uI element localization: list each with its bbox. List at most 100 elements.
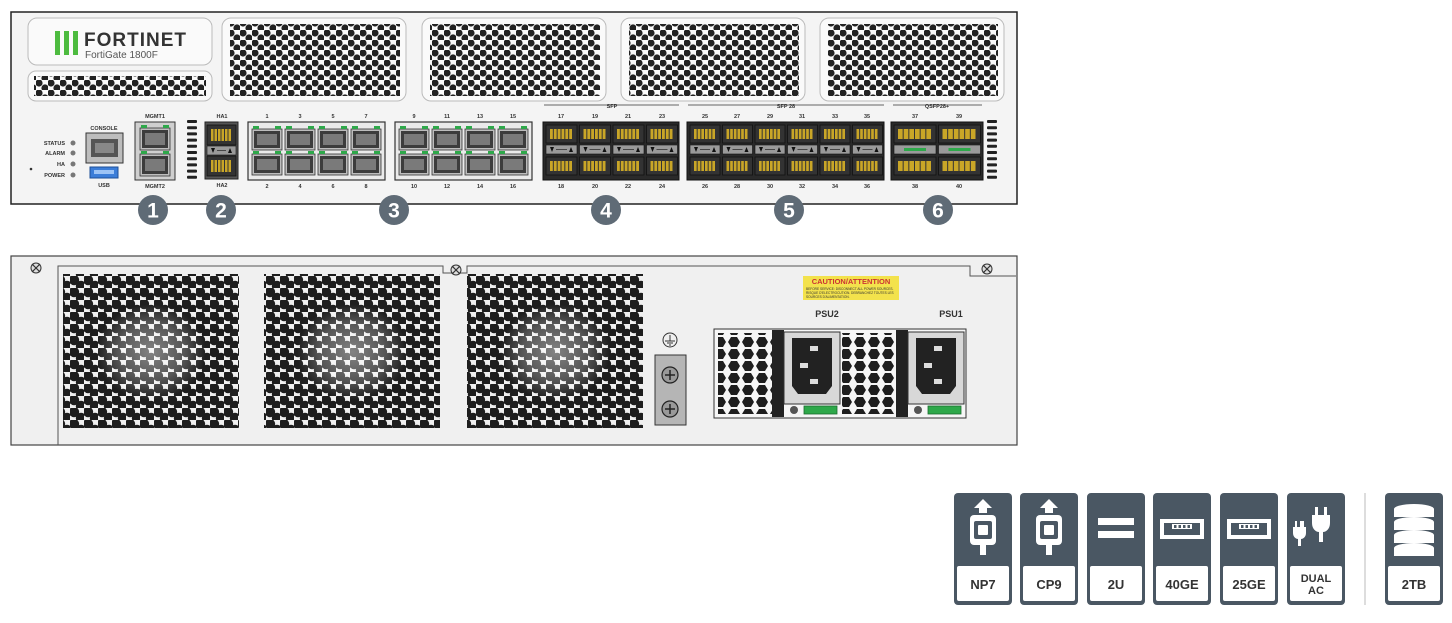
rj45-port[interactable] xyxy=(350,151,382,176)
port-number: 8 xyxy=(364,184,367,190)
sfp-port[interactable] xyxy=(754,124,786,144)
sfp-latch xyxy=(722,144,753,155)
sfp-port[interactable] xyxy=(612,124,645,144)
sfp-port[interactable] xyxy=(646,156,678,176)
sfp-port[interactable] xyxy=(579,156,611,176)
rj45-port[interactable] xyxy=(350,126,382,151)
port-grilles xyxy=(187,120,997,179)
sfp-latch xyxy=(612,144,645,155)
sfp-port[interactable] xyxy=(787,156,818,176)
storage-disk-icon xyxy=(1394,504,1434,558)
rack-unit-icon xyxy=(1098,518,1134,538)
rj45-port[interactable] xyxy=(284,126,316,151)
sfp-latch xyxy=(819,144,851,155)
rj45-port[interactable] xyxy=(251,151,283,176)
logo-bar-icon xyxy=(55,31,60,55)
feature-tile-2u: 2U xyxy=(1087,493,1145,605)
sfp-port[interactable] xyxy=(852,124,883,144)
feature-tile-40ge: 40GE xyxy=(1153,493,1211,605)
psu-led-icon xyxy=(790,406,798,414)
grille-slot xyxy=(987,151,997,154)
caution-label: CAUTION/ATTENTION BEFORE SERVICE: DISCON… xyxy=(803,276,899,300)
rear-screw-icon xyxy=(981,263,993,275)
feature-label: 2TB xyxy=(1402,577,1427,592)
grille-slot xyxy=(187,138,197,142)
rj45-port[interactable] xyxy=(497,126,529,151)
port-number: 17 xyxy=(558,114,564,120)
callout-number: 4 xyxy=(600,200,612,223)
rj45-port[interactable] xyxy=(317,126,349,151)
front-vent-small xyxy=(27,70,213,102)
sfp-port[interactable] xyxy=(545,156,578,176)
port-number: 2 xyxy=(265,184,268,190)
rj45-port[interactable] xyxy=(398,126,430,151)
callout-marker: 3 xyxy=(379,195,409,225)
rear-fan-3 xyxy=(467,274,643,428)
power-inlet-icon xyxy=(916,338,956,394)
rear-panel: CAUTION/ATTENTION BEFORE SERVICE: DISCON… xyxy=(10,255,1018,446)
rj45-port[interactable] xyxy=(497,151,529,176)
sfp-port[interactable] xyxy=(545,124,578,144)
sfp-port[interactable] xyxy=(819,124,851,144)
sfp-port[interactable] xyxy=(938,156,981,176)
grille-slot xyxy=(987,132,997,136)
port-number: 31 xyxy=(799,114,805,120)
led-label-ha: HA xyxy=(57,162,65,168)
ha2-label: HA2 xyxy=(216,183,227,189)
port-number: 6 xyxy=(331,184,334,190)
port-number: 28 xyxy=(734,184,740,190)
sfp-port[interactable] xyxy=(722,156,753,176)
psu2-module xyxy=(718,330,841,417)
logo-badge: FORTINET FortiGate 1800F xyxy=(27,17,213,66)
rear-screw-icon xyxy=(30,262,42,274)
sfp-port[interactable] xyxy=(612,156,645,176)
rj45-port[interactable] xyxy=(464,126,496,151)
rj45-port[interactable] xyxy=(317,151,349,176)
rj45-port[interactable] xyxy=(398,151,430,176)
front-vent-1 xyxy=(221,17,407,102)
sfp-port[interactable] xyxy=(893,124,937,144)
port-number: 13 xyxy=(477,114,483,120)
sfp-port[interactable] xyxy=(579,124,611,144)
logo-bar-icon xyxy=(64,31,69,55)
port-number: 21 xyxy=(625,114,631,120)
sfp-port[interactable] xyxy=(787,124,818,144)
callout-marker: 1 xyxy=(138,195,168,225)
led-label-status: STATUS xyxy=(44,141,66,147)
port-number: 9 xyxy=(412,114,415,120)
sfp-port[interactable] xyxy=(689,124,721,144)
port-40ge-icon xyxy=(1160,519,1204,539)
rj45-port[interactable] xyxy=(464,151,496,176)
sfp-latch xyxy=(852,144,883,155)
sfp-latch xyxy=(689,144,721,155)
sfp-port[interactable] xyxy=(893,156,937,176)
rj45-port[interactable] xyxy=(431,126,463,151)
caution-title: CAUTION/ATTENTION xyxy=(812,277,891,286)
sfp-port[interactable] xyxy=(206,124,237,146)
sfp-port[interactable] xyxy=(819,156,851,176)
rj45-port[interactable] xyxy=(284,151,316,176)
feature-label: NP7 xyxy=(970,577,995,592)
psu-led-icon xyxy=(914,406,922,414)
port-number: 18 xyxy=(558,184,564,190)
sfp-port[interactable] xyxy=(938,124,981,144)
sfp-port[interactable] xyxy=(722,124,753,144)
sfp-port[interactable] xyxy=(689,156,721,176)
sfp-port[interactable] xyxy=(852,156,883,176)
sfp-port[interactable] xyxy=(206,155,237,177)
sfp-port[interactable] xyxy=(646,124,678,144)
feature-tile-2tb: 2TB xyxy=(1385,493,1443,605)
console-label: CONSOLE xyxy=(90,126,118,132)
qsfp-latch xyxy=(893,144,937,155)
rj45-port[interactable] xyxy=(431,151,463,176)
sfp-latch xyxy=(754,144,786,155)
rj45-port[interactable] xyxy=(139,125,171,151)
sfp-port[interactable] xyxy=(754,156,786,176)
rj45-port[interactable] xyxy=(251,126,283,151)
model-name: FortiGate 1800F xyxy=(85,50,158,61)
rj45-port[interactable] xyxy=(139,151,171,177)
callout-number: 3 xyxy=(388,200,400,223)
